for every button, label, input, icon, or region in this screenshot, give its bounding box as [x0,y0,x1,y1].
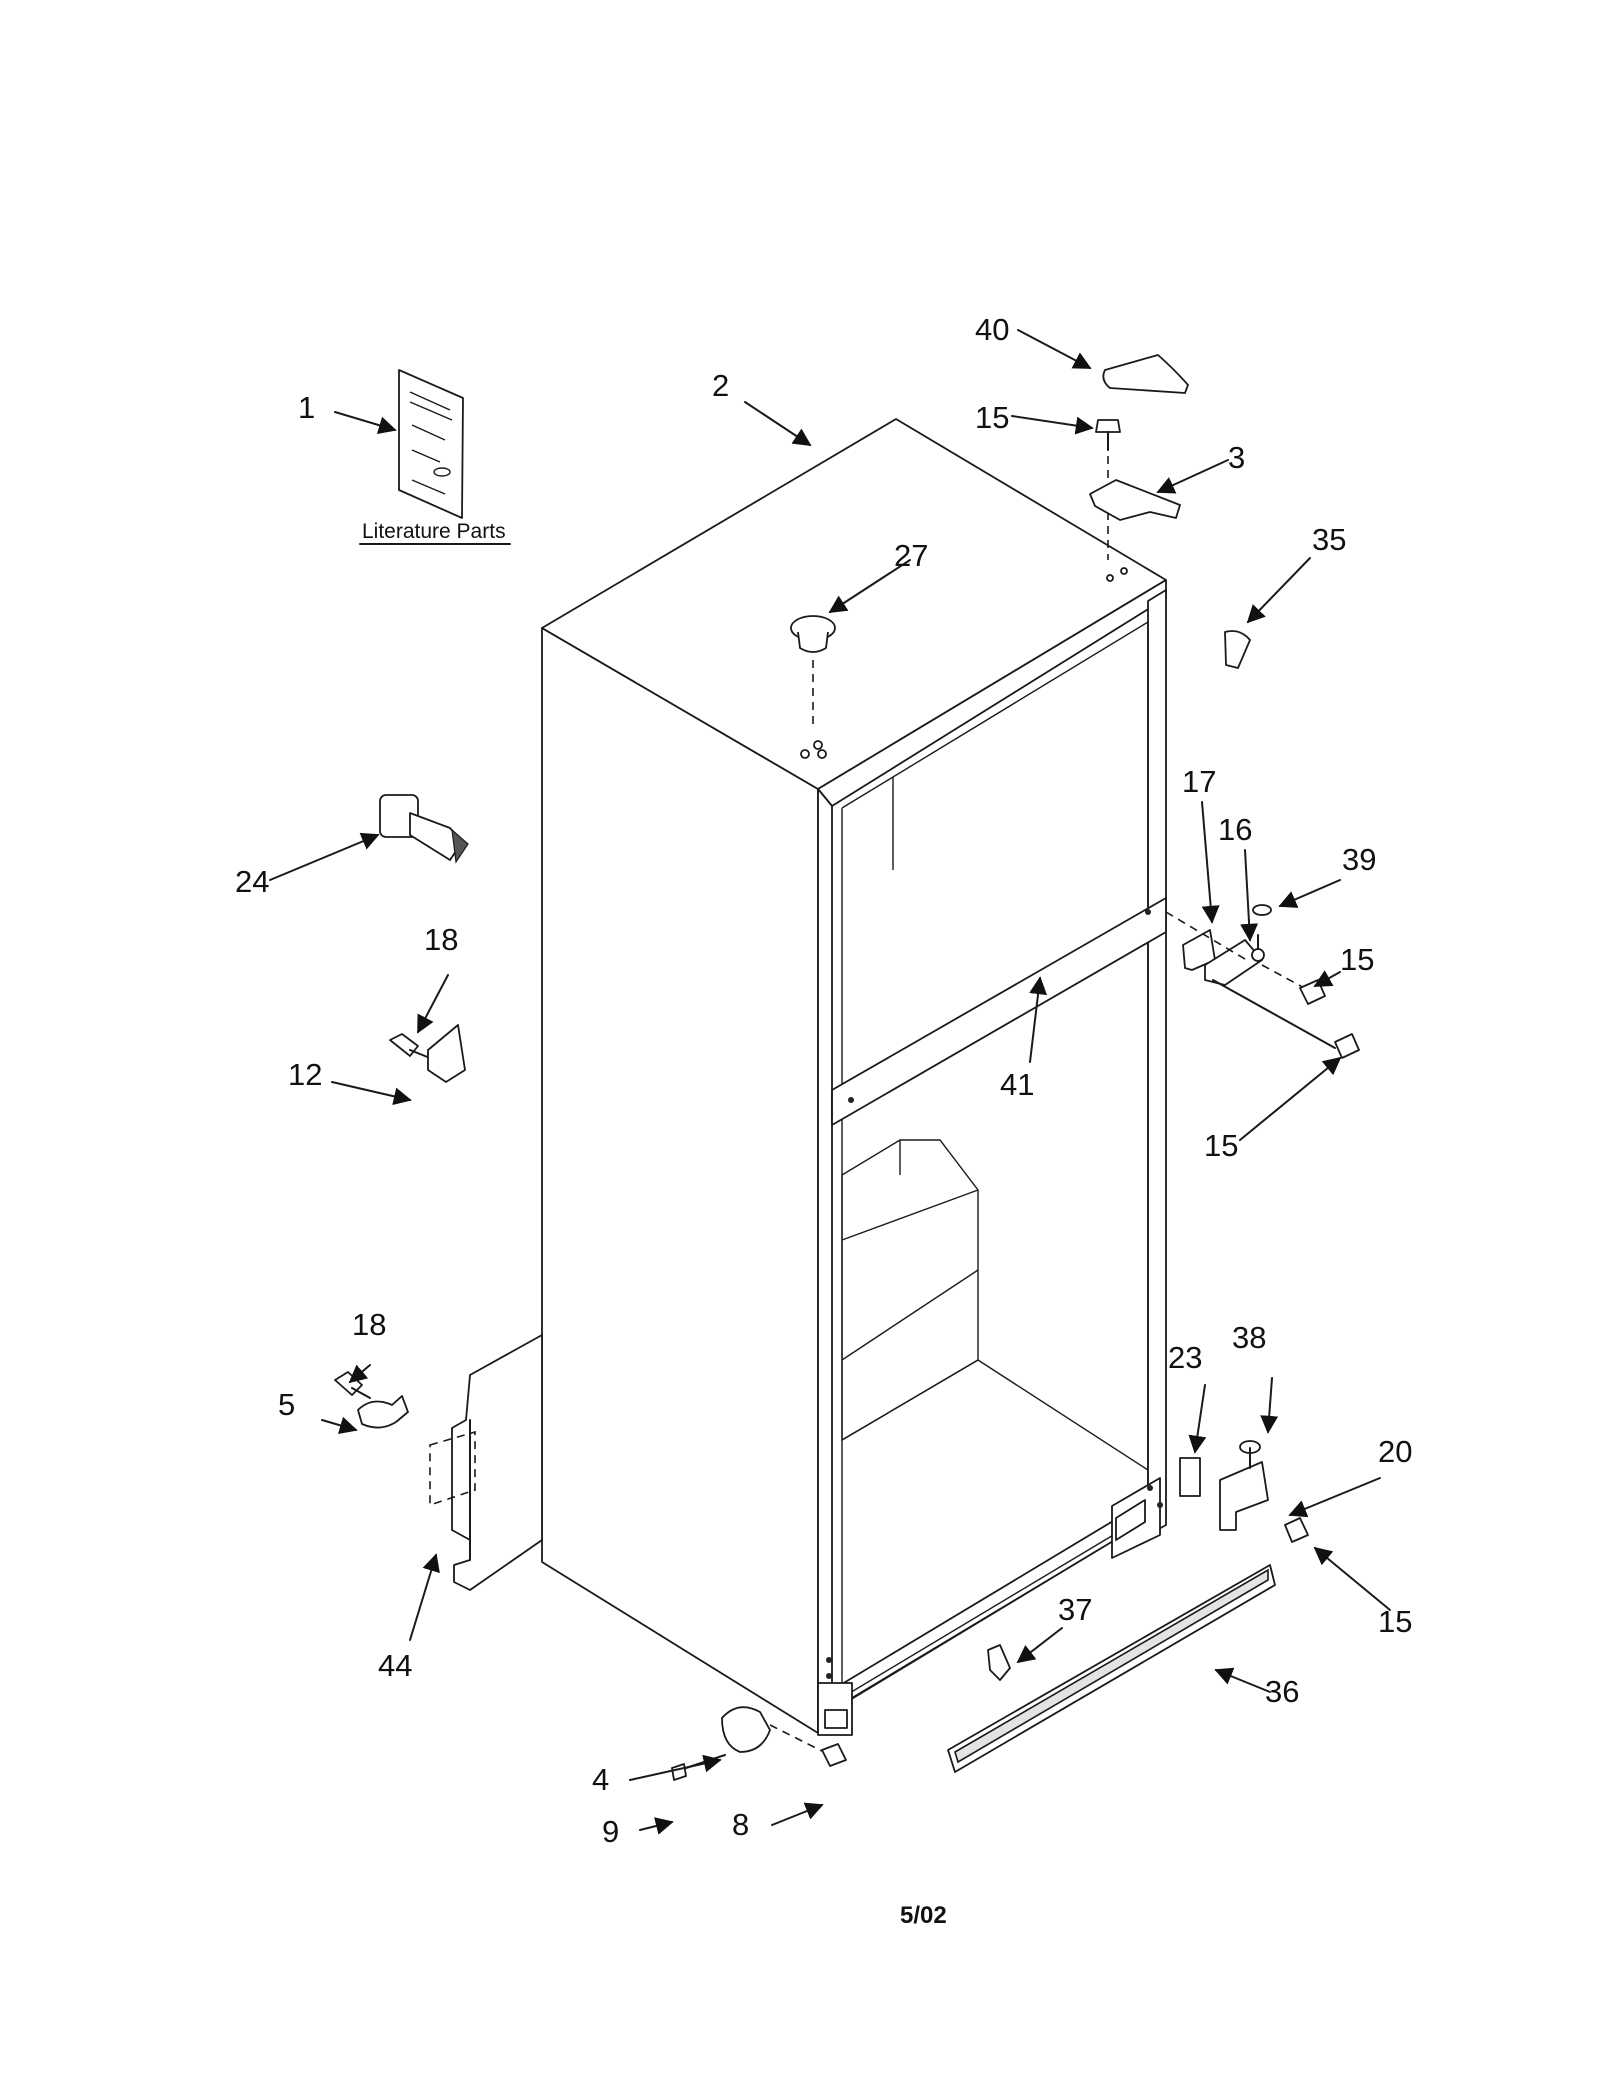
callout-20: 20 [1378,1434,1412,1469]
callout-2: 2 [712,368,729,403]
screw-top [1095,419,1121,451]
callout-15-top: 15 [975,400,1009,435]
callout-3: 3 [1228,440,1245,475]
lower-hinge [1219,1447,1269,1531]
screw-clamp-lower [334,1371,409,1429]
callout-36: 36 [1265,1674,1299,1709]
leader-lines [269,329,1391,1835]
callout-44: 44 [378,1648,412,1683]
upper-hinge [1089,479,1181,521]
callout-16: 16 [1218,812,1252,847]
callout-38: 38 [1232,1320,1266,1355]
callout-8: 8 [732,1807,749,1842]
callout-23: 23 [1168,1340,1202,1375]
callout-4: 4 [592,1762,609,1797]
callout-labels: 1 2 40 15 3 35 17 16 39 15 15 41 27 24 1… [235,312,1412,1849]
center-hinge [1182,904,1272,986]
hinge-cover [1102,354,1189,394]
callout-1: 1 [298,390,315,425]
callout-15-right: 15 [1204,1128,1238,1163]
grille-clip [987,1644,1011,1681]
callout-40: 40 [975,312,1009,347]
screw-clip-upper [389,1024,466,1083]
literature-parts-label: Literature Parts [362,520,506,543]
toe-grille [947,1564,1276,1773]
callout-5: 5 [278,1387,295,1422]
callout-39: 39 [1342,842,1376,877]
callout-35: 35 [1312,522,1346,557]
hinge-bracket-cover [1224,630,1251,669]
callout-15-center: 15 [1340,942,1374,977]
callout-24: 24 [235,864,269,899]
screw-lower-hinge [1284,1517,1309,1543]
literature-booklet [359,369,511,545]
callout-27: 27 [894,538,928,573]
plug-button [790,615,836,653]
callout-15-lower: 15 [1378,1604,1412,1639]
screw-center-b [1334,1033,1360,1059]
hinge-spacer [1179,1457,1201,1497]
callout-41: 41 [1000,1067,1034,1102]
callout-37: 37 [1058,1592,1092,1627]
leveling-leg [379,794,469,864]
callout-9: 9 [602,1814,619,1849]
callout-18-upper: 18 [424,922,458,957]
callout-17: 17 [1182,764,1216,799]
cabinet [429,418,1167,1736]
callout-18-lower: 18 [352,1307,386,1342]
footer-date: 5/02 [900,1902,947,1929]
callout-12: 12 [288,1057,322,1092]
roller-assembly [671,1706,847,1781]
